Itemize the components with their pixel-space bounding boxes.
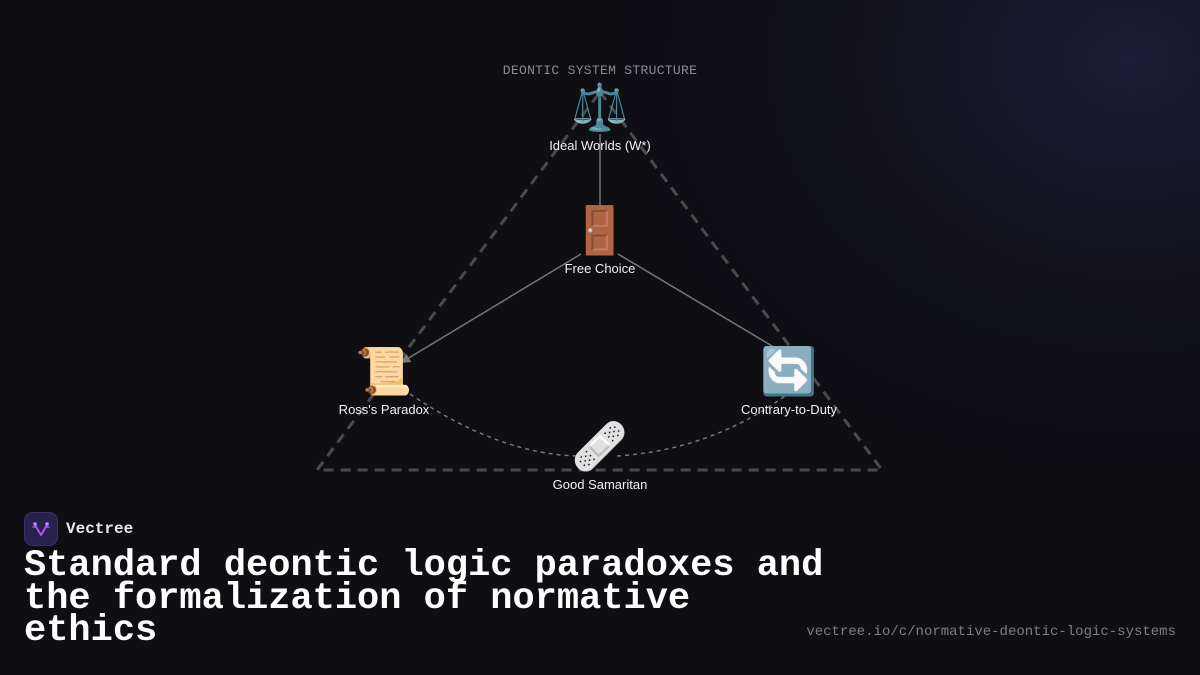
door-icon: 🚪	[571, 204, 629, 256]
source-url[interactable]: vectree.io/c/normative-deontic-logic-sys…	[806, 624, 1176, 640]
dashed-triangle-frame	[314, 89, 885, 472]
node-label: Ideal Worlds (W*)	[549, 138, 651, 153]
node-label: Good Samaritan	[552, 477, 648, 492]
bandage-icon: 🩹	[571, 420, 629, 472]
edge-samaritan-to-ctd	[616, 395, 786, 457]
edge-freechoice-to-ctd	[617, 253, 778, 350]
node-ross-paradox[interactable]: 📜 Ross's Paradox	[339, 346, 430, 417]
scroll-icon: 📜	[355, 345, 413, 397]
diagram-title: DEONTIC SYSTEM STRUCTURE	[502, 63, 698, 78]
node-contrary-to-duty[interactable]: 🔄 Contrary-to-Duty	[741, 346, 837, 417]
node-good-samaritan[interactable]: 🩹 Good Samaritan	[553, 421, 648, 492]
node-label: Free Choice	[564, 261, 636, 276]
repeat-arrows-icon: 🔄	[760, 345, 818, 397]
balance-scale-icon: ⚖️	[571, 81, 629, 133]
edge-ross-to-samaritan	[409, 393, 581, 457]
vectree-logo-icon	[24, 512, 58, 546]
edge-freechoice-to-ross	[400, 253, 582, 364]
brand[interactable]: Vectree	[24, 512, 133, 546]
node-ideal-worlds[interactable]: ⚖️ Ideal Worlds (W*)	[549, 82, 651, 153]
node-label: Ross's Paradox	[338, 402, 430, 417]
node-label: Contrary-to-Duty	[740, 402, 838, 417]
page-title: Standard deontic logic paradoxes and the…	[24, 545, 824, 652]
node-free-choice[interactable]: 🚪 Free Choice	[565, 205, 636, 276]
brand-name: Vectree	[66, 520, 134, 538]
